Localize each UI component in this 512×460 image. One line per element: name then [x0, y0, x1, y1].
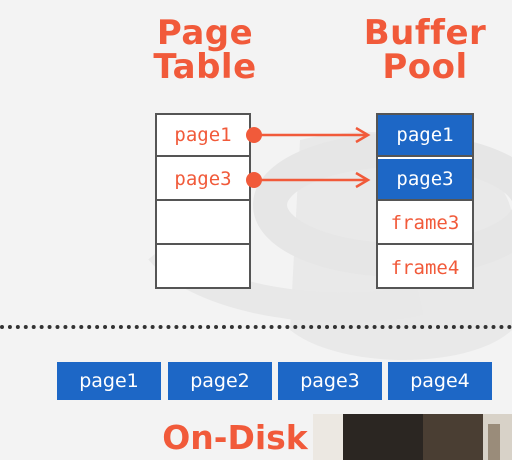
disk-page: page3 [278, 362, 382, 400]
disk-page: page4 [388, 362, 492, 400]
disk-page: page1 [57, 362, 161, 400]
presenter-video-overlay [313, 414, 512, 460]
buffer-pool-frame: page1 [378, 115, 472, 157]
buffer-pool-frame: frame3 [378, 203, 472, 245]
page-table: page1 page3 [155, 113, 251, 289]
page-table-entry [157, 247, 249, 289]
buffer-pool: page1 page3 frame3 frame4 [376, 113, 474, 289]
page-table-title: Page Table [130, 16, 280, 84]
memory-disk-divider [0, 325, 512, 329]
on-disk-title: On-Disk [162, 418, 308, 457]
buffer-pool-frame: frame4 [390, 257, 460, 279]
page-table-title-line2: Table [153, 47, 257, 87]
buffer-pool-title-line2: Pool [382, 47, 468, 87]
buffer-pool-title-line1: Buffer [363, 13, 487, 53]
page-table-entry: page1 [157, 115, 249, 157]
buffer-pool-title: Buffer Pool [350, 16, 500, 84]
disk-page: page2 [168, 362, 272, 400]
buffer-pool-frame: page3 [378, 159, 472, 201]
page-table-entry: page3 [157, 159, 249, 201]
page-table-entry [157, 203, 249, 245]
page-table-title-line1: Page [156, 13, 254, 53]
